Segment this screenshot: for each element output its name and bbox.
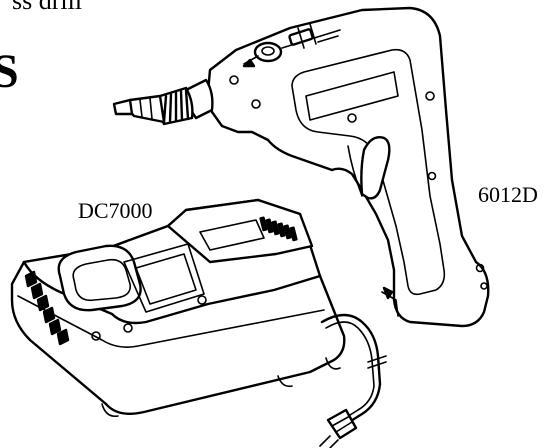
- drill-chuck-ring: [139, 99, 143, 118]
- drill-trigger-guard: [347, 145, 363, 197]
- heading-fragment: ss drill: [12, 0, 83, 15]
- charger-foot: [101, 403, 119, 418]
- drill-switch-pin: [297, 27, 305, 49]
- drill-screw: [427, 171, 437, 181]
- drill-direction-arrow: [242, 58, 256, 68]
- drill-body-outline: [206, 6, 490, 328]
- drill-switch-rail: [317, 35, 339, 43]
- drill-switch-pin: [309, 23, 317, 45]
- drill-label-window: [305, 71, 399, 121]
- drill-trigger: [360, 136, 391, 200]
- charger-front-bevel: [17, 295, 325, 348]
- charger-label-inner: [135, 253, 197, 305]
- charger-illustration: [10, 198, 387, 448]
- charger-power-cord: [320, 313, 382, 426]
- drill-screw: [251, 99, 261, 109]
- charger-model-label: DC7000: [78, 198, 153, 223]
- drill-screw: [347, 113, 357, 123]
- charger-rear-vents: [259, 216, 298, 242]
- charger-left-vents: [24, 270, 70, 346]
- drill-chuck-tip: [112, 98, 134, 116]
- drill-illustration: [112, 6, 490, 328]
- charger-rear-housing: [166, 198, 314, 264]
- charger-screw: [91, 331, 101, 341]
- charger-indicator-lamp: [197, 295, 207, 305]
- charger-foot: [277, 375, 293, 388]
- drill-screw: [480, 282, 488, 290]
- drill-chuck-ring: [149, 97, 153, 120]
- drill-handle-panel: [291, 48, 446, 296]
- section-heading: S: [0, 45, 19, 98]
- drill-base-clip: [382, 286, 394, 300]
- charger-foot: [325, 357, 341, 370]
- drill-screw: [475, 263, 485, 273]
- charger-plug-ribs: [331, 415, 353, 433]
- drill-selector-knob-inner: [261, 46, 275, 56]
- charger-battery-slot-inner: [72, 258, 132, 302]
- charger-indicator-lamp: [123, 323, 133, 333]
- drill-screw: [229, 75, 239, 85]
- drill-selector-knob: [253, 41, 283, 63]
- drill-model-label: 6012D: [478, 182, 538, 207]
- charger-plug-prongs: [319, 435, 339, 448]
- charger-rear-panel: [199, 219, 265, 251]
- charger-label-panel: [123, 243, 205, 313]
- drill-screw: [425, 91, 435, 101]
- cord-break-mark: [367, 361, 387, 369]
- charger-power-cord-inner: [325, 321, 375, 421]
- drill-chuck-nose: [127, 94, 166, 124]
- cord-break-mark: [367, 355, 387, 363]
